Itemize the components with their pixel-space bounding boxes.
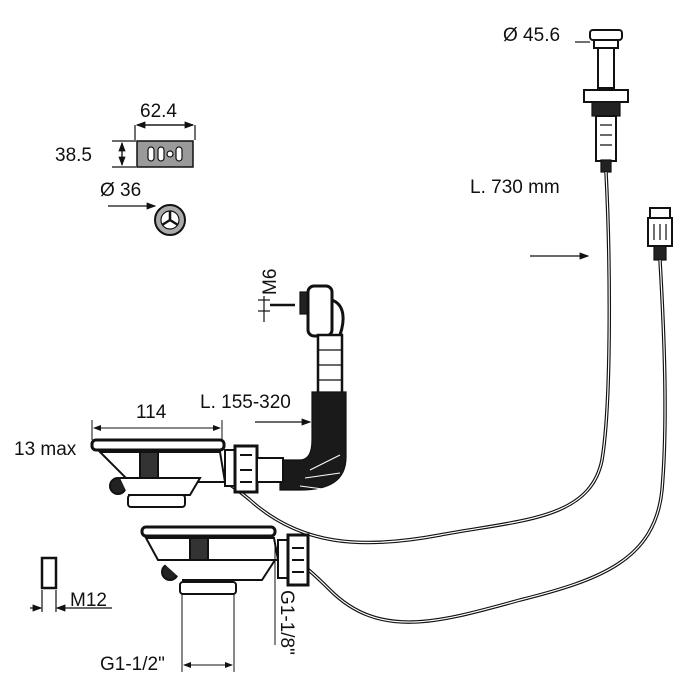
- label-overflow-screw: M6: [260, 269, 281, 295]
- label-sink-thickness: 13 max: [14, 439, 77, 460]
- label-strainer-width: 114: [136, 402, 167, 423]
- label-hose-length: L. 155-320: [200, 392, 291, 413]
- cable-connector: [647, 207, 673, 261]
- label-cap-diameter: Ø 36: [100, 180, 141, 201]
- strainer-cap: [108, 202, 186, 236]
- label-cable-length: L. 730 mm: [470, 177, 560, 198]
- label-plate-width: 62.4: [140, 101, 177, 122]
- push-button-knob: [583, 29, 629, 173]
- label-outlet-thread: G1-1/2": [100, 654, 165, 675]
- overflow-plate: [112, 121, 196, 168]
- label-plate-height: 38.5: [55, 145, 92, 166]
- m12-bolt: [30, 556, 112, 612]
- label-bolt-thread: M12: [70, 590, 107, 611]
- corrugated-hose: [279, 391, 347, 491]
- top-strainer: [90, 420, 284, 508]
- bottom-strainer: [140, 525, 310, 672]
- label-side-thread: G1-1/8": [276, 590, 297, 655]
- label-knob-diameter: Ø 45.6: [503, 25, 560, 46]
- overflow-assembly: [258, 284, 347, 492]
